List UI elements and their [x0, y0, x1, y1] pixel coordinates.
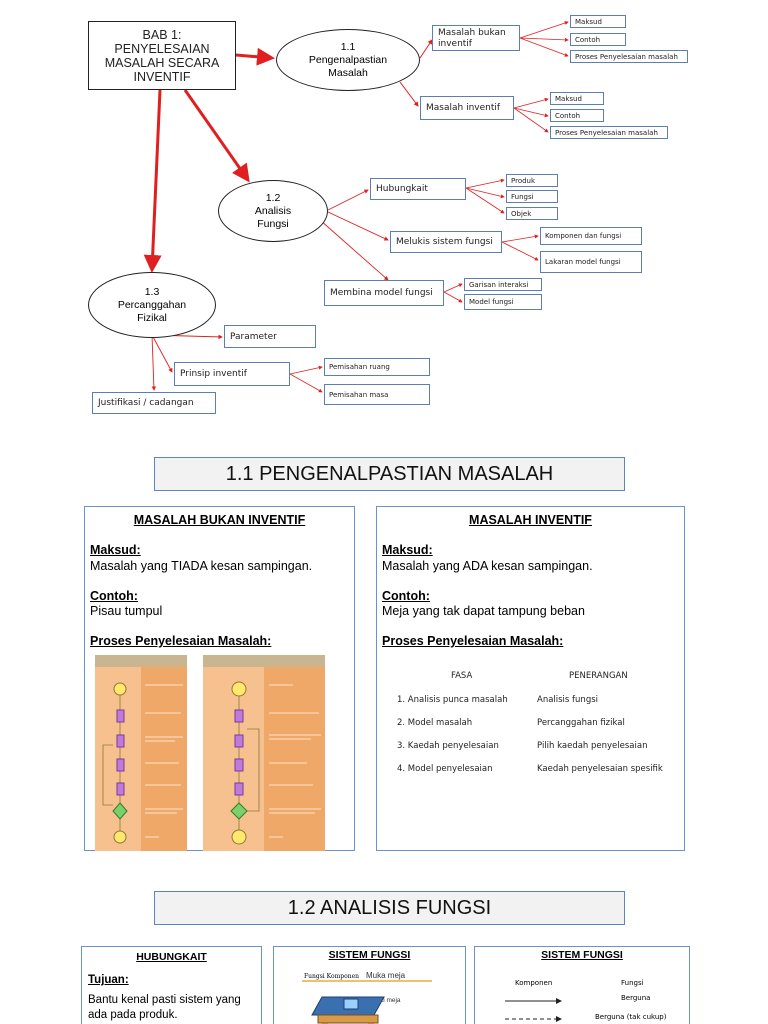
mindmap-node: Contoh — [550, 109, 604, 122]
tujuan-text: Bantu kenal pasti sistem yang ada pada p… — [88, 994, 241, 1021]
mindmap-node: Contoh — [570, 33, 626, 46]
contoh-text: Pisau tumpul — [90, 604, 163, 618]
phase-row-penerangan: Kaedah penyelesaian spesifik — [537, 764, 663, 774]
card-sistem-fungsi-2: SISTEM FUNGSI Komponen Fungsi Berguna Be… — [474, 946, 690, 1024]
table-illustration — [302, 980, 432, 1024]
mindmap-node: Maksud — [570, 15, 626, 28]
contoh-text: Meja yang tak dapat tampung beban — [382, 604, 585, 618]
mindmap-node: Maksud — [550, 92, 604, 105]
mindmap-node: Komponen dan fungsi — [540, 227, 642, 245]
flowchart-shapes — [102, 682, 183, 844]
mindmap-node: Lakaran model fungsi — [540, 251, 642, 273]
mindmap-melukis-sistem-fungsi: Melukis sistem fungsi — [390, 231, 502, 253]
maksud-label: Maksud: — [90, 543, 141, 557]
row-berguna-tak-cukup: Berguna (tak cukup) — [595, 1013, 667, 1021]
flowchart-image-1 — [95, 655, 187, 851]
col-fungsi: Fungsi — [621, 979, 644, 987]
proses-label: Proses Penyelesaian Masalah: — [382, 634, 564, 648]
maksud-text: Masalah yang ADA kesan sampingan. — [382, 559, 593, 573]
mindmap-node: Pemisahan masa — [324, 384, 430, 405]
mindmap-parameter: Parameter — [224, 325, 316, 348]
flowchart-image-2 — [203, 655, 325, 851]
maksud-label: Maksud: — [382, 543, 433, 557]
phase-row-fasa: 3. Kaedah penyelesaian — [397, 741, 499, 751]
mindmap-node: Produk — [506, 174, 558, 187]
mindmap-topic-3: 1.3 Percanggahan Fizikal — [88, 272, 216, 338]
fig-kaki-meja: Kaki meja — [372, 997, 401, 1004]
mindmap-root: BAB 1: PENYELESAIAN MASALAH SECARA INVEN… — [88, 21, 236, 90]
card-masalah-inventif: MASALAH INVENTIF Maksud: Masalah yang AD… — [376, 506, 685, 851]
card-title: SISTEM FUNGSI — [541, 949, 623, 961]
card-sistem-fungsi-1: SISTEM FUNGSI Fungsi Komponen Muka meja … — [273, 946, 466, 1024]
fasa-header: FASA — [451, 671, 473, 681]
card-title: HUBUNGKAIT — [136, 951, 207, 963]
penerangan-header: PENERANGAN — [569, 671, 628, 681]
mindmap-topic-1: 1.1 Pengenalpastian Masalah — [276, 29, 420, 91]
card-title: MASALAH BUKAN INVENTIF — [133, 513, 306, 527]
flowchart-shapes — [230, 681, 321, 845]
phase-row-fasa: 2. Model masalah — [397, 718, 473, 728]
tujuan-label: Tujuan: — [88, 974, 129, 986]
phase-row-penerangan: Pilih kaedah penyelesaian — [537, 741, 648, 751]
section-2-banner: 1.2 ANALISIS FUNGSI — [154, 891, 625, 925]
mindmap-justifikasi: Justifikasi / cadangan — [92, 392, 216, 414]
contoh-label: Contoh: — [90, 589, 138, 603]
card-title: MASALAH INVENTIF — [469, 513, 592, 527]
phase-row-fasa: 1. Analisis punca masalah — [397, 695, 508, 705]
proses-label: Proses Penyelesaian Masalah: — [90, 634, 272, 648]
row-berguna: Berguna — [621, 994, 651, 1002]
mindmap-node: Fungsi — [506, 190, 558, 203]
mindmap-node: Proses Penyelesaian masalah — [550, 126, 668, 139]
legend-arrows — [505, 998, 562, 1022]
mindmap-membina-model-fungsi: Membina model fungsi — [324, 280, 444, 306]
mindmap-masalah-bukan-inventif: Masalah bukan inventif — [432, 25, 520, 51]
mindmap-node: Model fungsi — [464, 294, 542, 310]
phase-row-fasa: 4. Model penyelesaian — [397, 764, 493, 774]
mindmap-node: Proses Penyelesaian masalah — [570, 50, 688, 63]
fig-muka-meja: Muka meja — [366, 971, 406, 980]
mindmap-masalah-inventif: Masalah inventif — [420, 96, 514, 120]
mindmap-connectors — [143, 21, 569, 393]
mindmap-node: Garisan interaksi — [464, 278, 542, 291]
mindmap-topic-2: 1.2 Analisis Fungsi — [218, 180, 328, 242]
maksud-text: Masalah yang TIADA kesan sampingan. — [90, 559, 313, 573]
col-komponen: Komponen — [515, 979, 553, 987]
mindmap-hubungkait: Hubungkait — [370, 178, 466, 200]
card-title: SISTEM FUNGSI — [328, 949, 411, 961]
mindmap-prinsip-inventif: Prinsip inventif — [174, 362, 290, 386]
mindmap-node: Pemisahan ruang — [324, 358, 430, 376]
card-hubungkait: HUBUNGKAIT Tujuan: Bantu kenal pasti sis… — [81, 946, 262, 1024]
phase-row-penerangan: Percanggahan fizikal — [537, 718, 625, 728]
fig-fungsi-komponen: Fungsi Komponen — [304, 973, 359, 980]
section-1-banner: 1.1 PENGENALPASTIAN MASALAH — [154, 457, 625, 491]
mindmap-node: Objek — [506, 207, 558, 220]
card-masalah-bukan-inventif: MASALAH BUKAN INVENTIF Maksud: Masalah y… — [84, 506, 355, 851]
phase-row-penerangan: Analisis fungsi — [537, 695, 599, 705]
contoh-label: Contoh: — [382, 589, 430, 603]
